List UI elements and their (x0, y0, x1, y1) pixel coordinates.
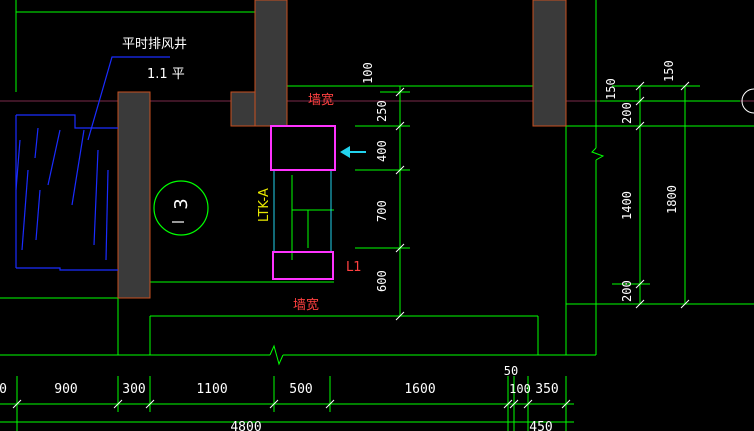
shaft-blue-lines (15, 56, 170, 271)
dim-bottom-50: 50 (504, 364, 518, 378)
dim-right-1400: 1400 (620, 191, 634, 220)
bottom-dim-ticks (12, 399, 571, 409)
ltk-duct (273, 170, 332, 252)
axis-circle-label: 3 (171, 198, 192, 209)
walls (117, 0, 567, 299)
dim-mid-100: 100 (361, 62, 375, 84)
dim-bottom-0: 0 (0, 382, 7, 397)
magenta-box-top (270, 125, 336, 171)
dim-right-150-a: 150 (604, 78, 618, 100)
dim-bottom-1100: 1100 (196, 382, 227, 397)
dim-mid-400: 400 (375, 140, 389, 162)
green-outlines (0, 0, 754, 366)
dim-bottom-450: 450 (529, 420, 552, 431)
dim-bottom-900: 900 (54, 382, 77, 397)
dim-bottom-500: 500 (289, 382, 312, 397)
dim-right-1800: 1800 (665, 185, 679, 214)
dim-mid-250: 250 (375, 100, 389, 122)
cyan-arrow-icon (340, 146, 366, 158)
l1-label: L1 (346, 260, 362, 275)
axis-circle-mark: 3 (153, 180, 209, 236)
vertical-dim-ticks-right (635, 81, 690, 309)
dim-bottom-300: 300 (122, 382, 145, 397)
dim-right-200-bottom: 200 (620, 280, 634, 302)
wall-width-bottom: 墙宽 (293, 297, 319, 313)
dim-mid-600: 600 (375, 270, 389, 292)
dim-bottom-total-4800: 4800 (230, 420, 261, 431)
vertical-dim-ticks-mid (395, 87, 405, 321)
bottom-dim-chain (0, 376, 574, 431)
dim-bottom-350: 350 (535, 382, 558, 397)
dim-bottom-1600: 1600 (404, 382, 435, 397)
shaft-title: 平时排风井 (122, 37, 187, 52)
vertical-dim-chain-mid (355, 85, 410, 317)
dim-mid-700: 700 (375, 200, 389, 222)
dim-bottom-100: 100 (509, 382, 531, 396)
magenta-box-bottom (272, 251, 334, 280)
ltk-label: LTK-A (257, 188, 272, 222)
dim-right-200-top: 200 (620, 102, 634, 124)
dim-right-150-b: 150 (662, 60, 676, 82)
wall-width-top: 墙宽 (308, 92, 334, 108)
axis-circle-right (741, 88, 754, 114)
shaft-area: 1.1 平 (147, 67, 185, 82)
